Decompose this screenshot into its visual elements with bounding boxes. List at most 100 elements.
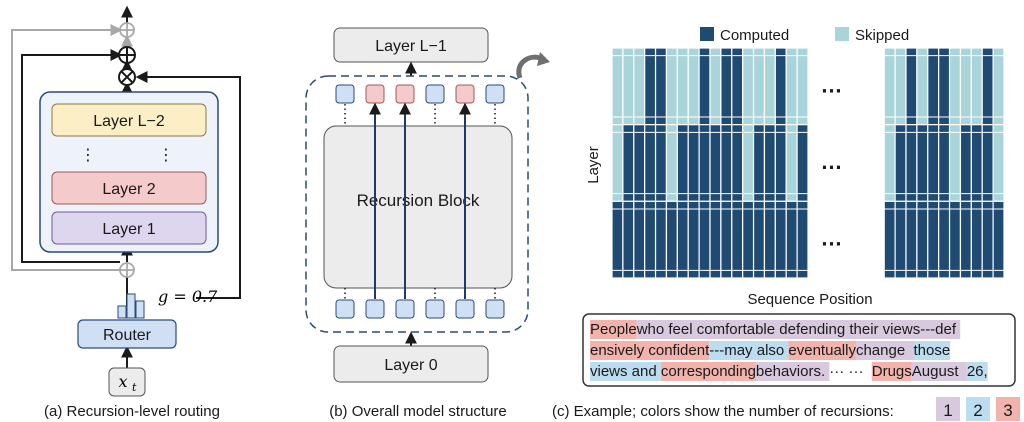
heatmap-cell	[698, 47, 711, 126]
heatmap-cell	[622, 47, 635, 126]
heatmap-cell	[763, 124, 776, 202]
heatmap-cell	[687, 47, 700, 126]
heatmap-cell	[687, 200, 700, 279]
heatmap-cell	[796, 47, 809, 126]
x-axis-label: Sequence Position	[747, 291, 872, 308]
heatmap-cell	[611, 200, 624, 279]
heatmap-cell	[644, 47, 657, 126]
recursion-dashed-frame	[305, 75, 529, 333]
token-highlight	[660, 362, 756, 381]
heatmap-cell	[665, 200, 678, 279]
legend-computed-swatch	[700, 27, 714, 41]
token-text: August	[912, 363, 960, 380]
heatmap-cell	[720, 124, 733, 202]
heatmap-cell	[752, 47, 766, 126]
output-tokens	[335, 84, 505, 104]
heatmap-cell	[992, 124, 1005, 202]
heatmap-cell	[654, 47, 668, 126]
token-text: who feel comfortable defending their vie…	[636, 321, 957, 338]
panel-c: Computed Skipped Layer Sequence Position…	[552, 27, 1020, 421]
token-highlight	[590, 341, 710, 360]
token-highlight	[911, 362, 967, 381]
bottom-layer-box	[333, 345, 489, 383]
legend-skipped-label: Skipped	[855, 27, 909, 44]
router-score-bars	[117, 293, 145, 319]
recursion-block-label: Recursion Block	[357, 191, 480, 210]
recursion-level-1-swatch	[936, 397, 960, 421]
token-text: 26,	[967, 363, 988, 380]
heatmap-cell	[687, 124, 700, 202]
token-text: Drugs	[872, 363, 912, 380]
router-label: Router	[103, 327, 152, 344]
heatmap-cell	[894, 200, 907, 279]
heatmap-cell	[905, 200, 918, 279]
token-highlight	[913, 341, 951, 360]
heatmap-cell	[763, 200, 776, 279]
recursion-level-3: 3	[1003, 401, 1012, 420]
heatmap-cell	[992, 200, 1005, 279]
heatmap-cell	[633, 124, 646, 202]
heatmap-cell	[970, 124, 983, 202]
heatmap-cell	[981, 124, 994, 202]
input-token-label: x	[118, 372, 127, 391]
input-token-subscript: t	[132, 381, 137, 394]
recursion-level-2-swatch	[966, 397, 990, 421]
add-icon	[118, 46, 136, 64]
heatmap-cell	[676, 47, 689, 126]
heatmap-cell	[916, 47, 929, 126]
input-token-box	[108, 367, 146, 397]
token-highlight	[755, 362, 830, 381]
heatmap-ellipsis: …	[820, 226, 842, 251]
token-flow-arrows	[369, 102, 471, 299]
gate-value: g = 0.7	[158, 287, 218, 306]
bottom-gray-add-icon	[119, 262, 135, 278]
heatmap-cell	[905, 47, 918, 126]
heatmap-cell	[970, 200, 983, 279]
gate-connection	[135, 71, 241, 299]
panel-a: Layer L−2 ⋮ ⋮ Layer 2 Layer 1 g = 0.7 Ro…	[11, 5, 241, 420]
legend-computed-label: Computed	[720, 27, 789, 44]
layer-1-label: Layer 1	[102, 221, 155, 238]
layer-top	[51, 103, 207, 137]
heatmap-cell	[959, 124, 972, 202]
example-text: People who feel comfortable defending th…	[590, 320, 988, 381]
heatmap-ellipsis: …	[820, 72, 842, 97]
heatmap-cell	[948, 124, 962, 202]
token-text: views and	[590, 363, 657, 380]
heatmap-cell	[796, 124, 809, 202]
heatmap-cell	[959, 200, 972, 279]
heatmap-cell	[785, 124, 798, 202]
heatmap-cell	[622, 124, 635, 202]
heatmap-cell	[633, 200, 646, 279]
token-text: ---may also	[709, 342, 784, 359]
layer-2	[51, 171, 207, 205]
heatmap-cell	[709, 200, 722, 279]
heatmap-cell	[742, 47, 755, 126]
caption-b: (b) Overall model structure	[329, 403, 507, 420]
heatmap-cell	[894, 124, 907, 202]
heatmap-cell	[709, 124, 722, 202]
heatmap-cell	[785, 47, 798, 126]
heatmap-cell	[927, 47, 940, 126]
heatmap-cell	[611, 47, 624, 126]
heatmap-cell	[644, 200, 657, 279]
heatmap-cell	[948, 200, 962, 279]
heatmap-cell	[731, 47, 744, 126]
heatmap-cell	[774, 124, 787, 202]
heatmap-cell	[665, 124, 678, 202]
heatmap-cell	[720, 47, 733, 126]
token-text: those	[914, 342, 951, 359]
layer-1	[51, 211, 207, 245]
token-highlight	[590, 362, 661, 381]
heatmap-cell	[938, 47, 951, 126]
heatmap-cell	[905, 124, 918, 202]
token-text: change	[856, 342, 905, 359]
y-axis-label: Layer	[585, 146, 602, 184]
legend-skipped-swatch	[835, 27, 849, 41]
heatmap-cell	[785, 200, 798, 279]
router-box	[77, 319, 177, 349]
heatmap-cell	[633, 47, 646, 126]
recursion-level-2: 2	[973, 401, 982, 420]
heatmap-cell	[763, 47, 776, 126]
